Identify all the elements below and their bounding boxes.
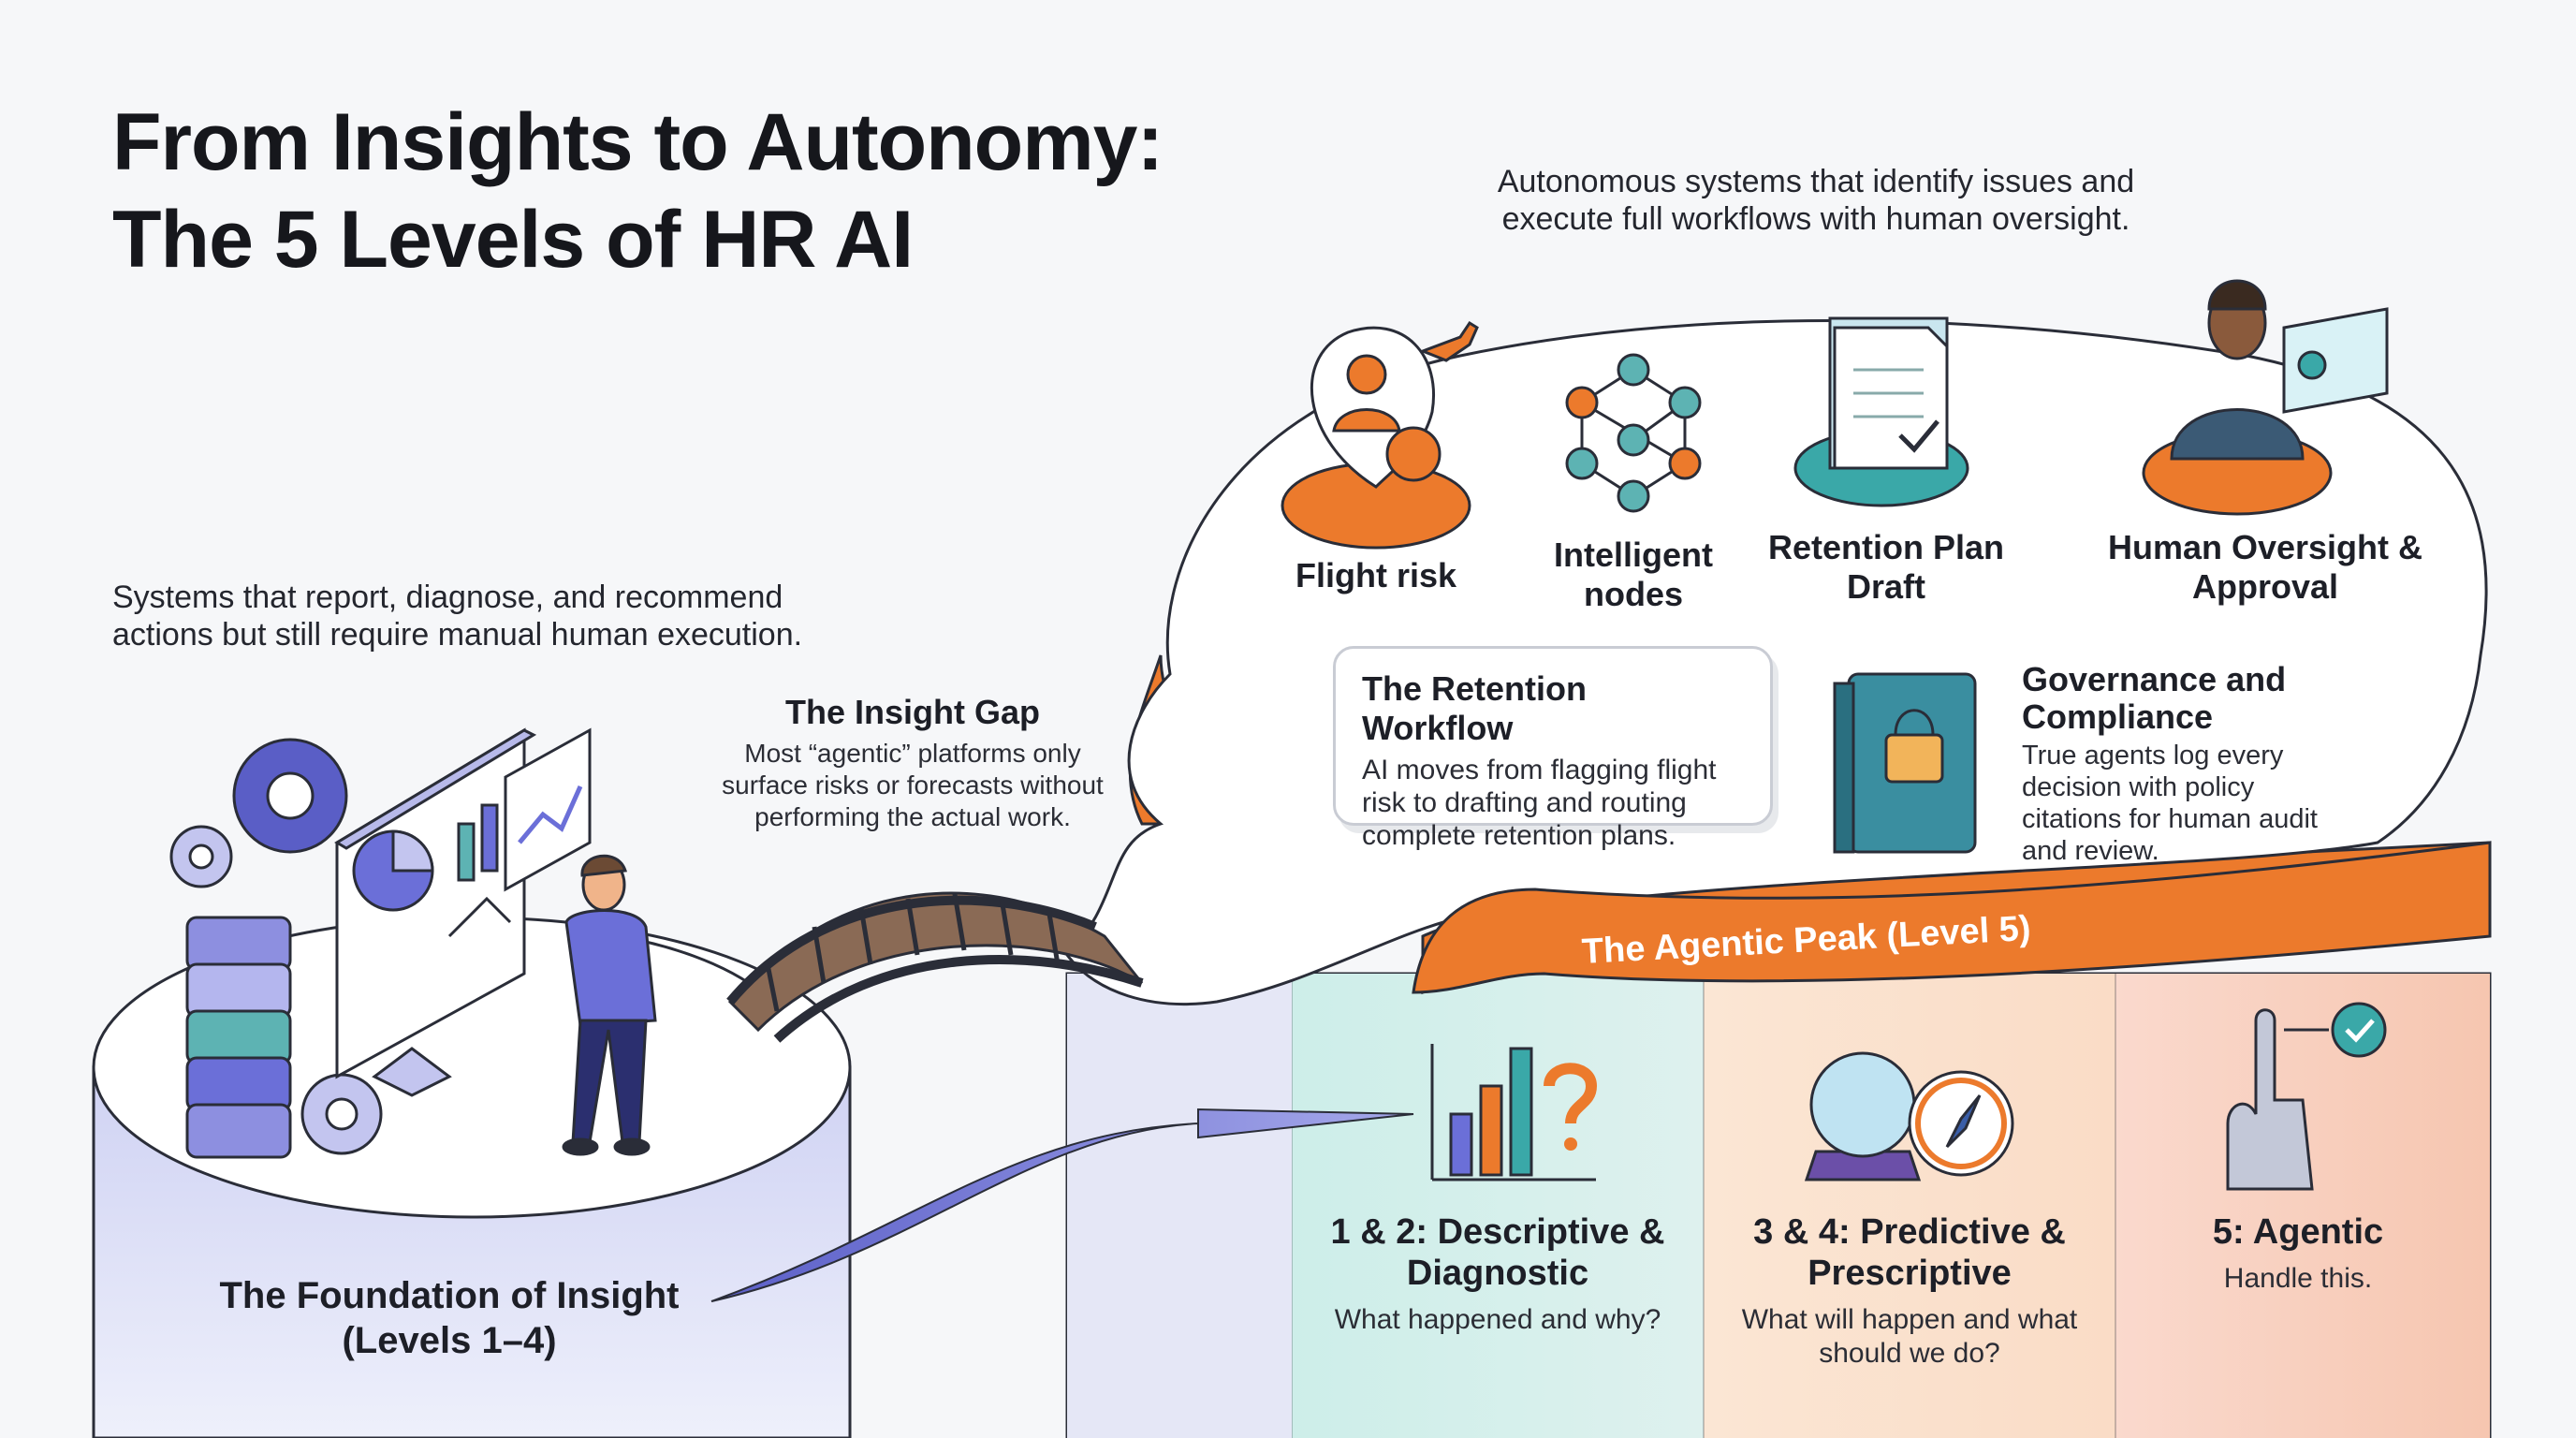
level-descriptive-diagnostic: 1 & 2: Descriptive & Diagnostic What hap… (1329, 1211, 1666, 1337)
flight-risk-icon (1281, 320, 1479, 550)
server-stack-icon (185, 916, 292, 1159)
foundation-description: Systems that report, diagnose, and recom… (112, 580, 803, 653)
peak-plateau (1065, 972, 2492, 1438)
intelligent-nodes-label: Intelligent nodes (1554, 536, 1713, 613)
lock-book-icon (1833, 672, 1977, 854)
crystal-ball-compass-icon (1804, 1051, 2014, 1181)
foundation-label: The Foundation of Insight (Levels 1–4) (219, 1275, 680, 1361)
retention-workflow-title: The Retention Workflow (1362, 669, 1587, 747)
flight-risk-label: Flight risk (1295, 556, 1457, 594)
level-5-title: 5: Agentic (2212, 1212, 2384, 1252)
governance-body: True agents log every decision with poli… (2022, 741, 2318, 866)
person-approval-icon (2142, 279, 2389, 516)
progress-arrow (710, 1108, 1414, 1302)
level-3-4-title: 3 & 4: Predictive & Prescriptive (1753, 1212, 2066, 1293)
retention-workflow-card: The Retention Workflow AI moves from fla… (1333, 646, 1773, 851)
level-3-4-subtitle: What will happen and what should we do? (1741, 1304, 2078, 1369)
retention-workflow-body: AI moves from flagging flight risk to dr… (1362, 755, 1717, 851)
insight-gap-description: Most “agentic” platforms only surface ri… (722, 739, 1104, 831)
robot-hand-check-icon (2226, 1002, 2387, 1191)
governance-block: Governance and Compliance True agents lo… (2022, 661, 2321, 867)
person-thinking-icon (562, 854, 657, 1156)
level-1-2-title: 1 & 2: Descriptive & Diagnostic (1330, 1212, 1665, 1293)
level-agentic: 5: Agentic Handle this. (2144, 1211, 2452, 1296)
human-oversight-label: Human Oversight & Approval (2107, 528, 2423, 606)
title-line-2: The 5 Levels of HR AI (112, 195, 914, 285)
bridge-icon (726, 891, 1144, 1043)
monitor-dashboard-icon (334, 727, 592, 1097)
governance-title: Governance and Compliance (2022, 660, 2287, 736)
level-predictive-prescriptive: 3 & 4: Predictive & Prescriptive What wi… (1741, 1211, 2078, 1371)
network-nodes-icon (1565, 353, 1702, 513)
document-check-icon (1793, 316, 1969, 507)
title-line-1: From Insights to Autonomy: (112, 97, 1164, 187)
level-1-2-subtitle: What happened and why? (1334, 1304, 1661, 1335)
insight-gap-title: The Insight Gap (784, 693, 1040, 731)
page-title: From Insights to Autonomy: The 5 Levels … (112, 94, 1164, 288)
bar-chart-question-icon (1430, 1044, 1598, 1181)
peak-description: Autonomous systems that identify issues … (1497, 164, 2135, 237)
level-5-subtitle: Handle this. (2223, 1263, 2373, 1294)
insight-gap: The Insight Gap Most “agentic” platforms… (702, 693, 1123, 833)
retention-plan-label: Retention Plan Draft (1767, 528, 2005, 606)
gear-icon (169, 738, 383, 1155)
peak-banner (1412, 841, 2492, 994)
